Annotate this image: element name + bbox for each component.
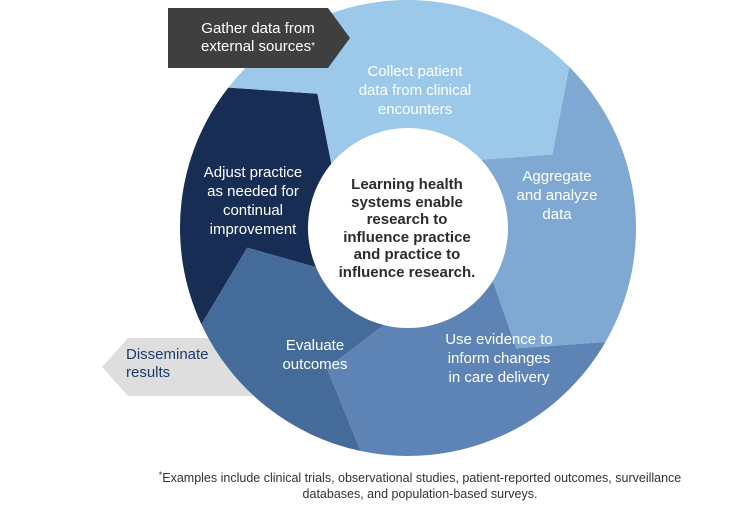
gather-footnote-marker: * (311, 41, 315, 52)
center-circle (308, 128, 508, 328)
segment-aggregate (475, 66, 637, 349)
use-evidence-label: Use evidence to inform changes in care d… (445, 331, 553, 386)
disseminate-results-label: Disseminate results (126, 346, 209, 381)
center-statement: Learning health systems enable research … (338, 176, 476, 281)
evaluate-outcomes-label: Evaluate outcomes (282, 337, 348, 373)
cycle-segments (179, 0, 637, 456)
gather-data-label: Gather data from external sources (201, 20, 315, 55)
adjust-practice-label: Adjust practice as needed for continual … (203, 164, 303, 238)
footnote: *Examples include clinical trials, obser… (150, 470, 690, 502)
gather-data-callout: Gather data from external sources* (168, 8, 348, 68)
footnote-marker: * (158, 470, 163, 480)
segment-use-evidence (327, 276, 606, 456)
footnote-text: Examples include clinical trials, observ… (162, 471, 682, 501)
gather-arrow (168, 8, 350, 68)
aggregate-analyze-label: Aggregate and analyze data (516, 168, 598, 223)
segment-adjust (179, 87, 333, 325)
collect-patient-data-label: Collect patient data from clinical encou… (358, 63, 472, 118)
